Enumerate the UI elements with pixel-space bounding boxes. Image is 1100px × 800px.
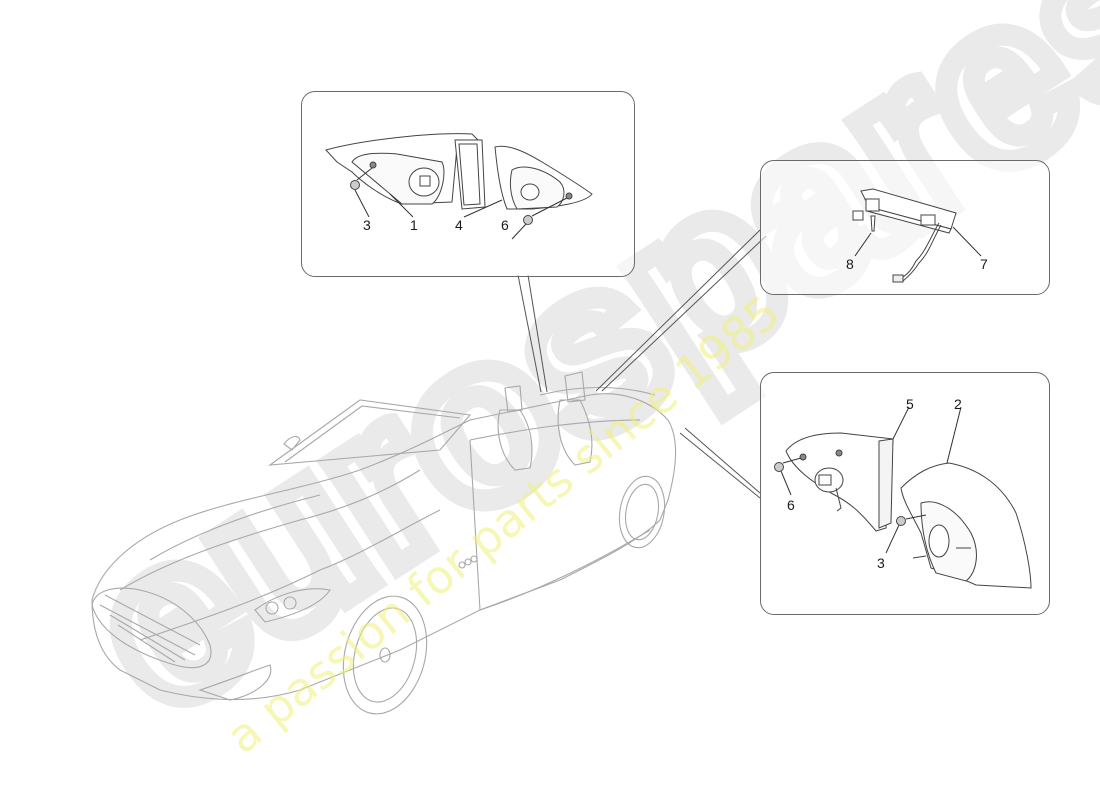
part-label-6: 6 <box>501 217 509 233</box>
part-label-1: 1 <box>410 217 418 233</box>
part-label-3: 3 <box>877 555 885 571</box>
callout-rear-right-lights: 5 2 6 3 <box>760 372 1050 615</box>
callout-rear-left-lights: 3 1 4 6 <box>301 91 635 277</box>
part-label-7: 7 <box>980 256 988 272</box>
part-label-2: 2 <box>954 396 962 412</box>
tail-light-assembly-left-illustration <box>325 133 593 240</box>
callout-third-brake-light: 8 7 <box>760 160 1050 295</box>
third-brake-light-illustration <box>852 188 982 283</box>
part-label-8: 8 <box>846 256 854 272</box>
part-label-4: 4 <box>455 217 463 233</box>
part-label-3: 3 <box>363 217 371 233</box>
part-label-6: 6 <box>787 497 795 513</box>
tail-light-assembly-right-illustration <box>774 406 1032 589</box>
part-label-5: 5 <box>906 396 914 412</box>
